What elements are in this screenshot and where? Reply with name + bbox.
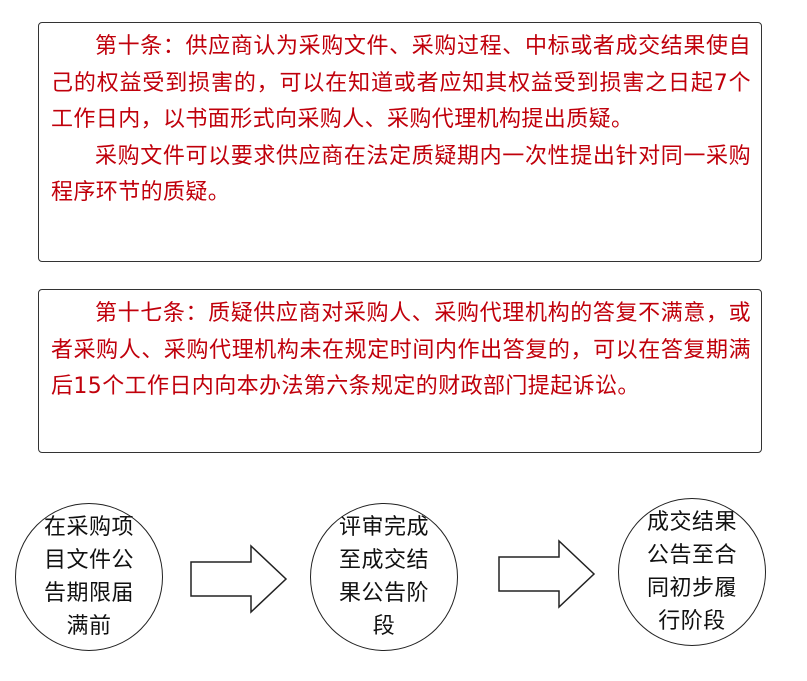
right-arrow-icon (190, 544, 288, 614)
flow-stage-3-label: 成交结果公告至合同初步履行阶段 (646, 510, 737, 634)
article-box-17: 第十七条：质疑供应商对采购人、采购代理机构的答复不满意，或者采购人、采购代理机构… (38, 289, 762, 453)
article-10-paragraph-1: 第十条：供应商认为采购文件、采购过程、中标或者成交结果使自己的权益受到损害的，可… (51, 34, 751, 132)
article-10-paragraph-2: 采购文件可以要求供应商在法定质疑期内一次性提出针对同一采购程序环节的质疑。 (51, 143, 751, 206)
flow-stage-2: 评审完成至成交结果公告阶段 (310, 503, 458, 651)
flow-stage-2-label: 评审完成至成交结果公告阶段 (338, 515, 429, 639)
article-17-paragraph-1: 第十七条：质疑供应商对采购人、采购代理机构的答复不满意，或者采购人、采购代理机构… (51, 301, 751, 399)
flow-stage-1: 在采购项目文件公告期限届满前 (15, 503, 163, 651)
article-box-10: 第十条：供应商认为采购文件、采购过程、中标或者成交结果使自己的权益受到损害的，可… (38, 22, 762, 262)
flow-stage-3: 成交结果公告至合同初步履行阶段 (618, 498, 766, 646)
flow-stage-1-label: 在采购项目文件公告期限届满前 (43, 515, 134, 639)
right-arrow-icon (498, 539, 596, 609)
